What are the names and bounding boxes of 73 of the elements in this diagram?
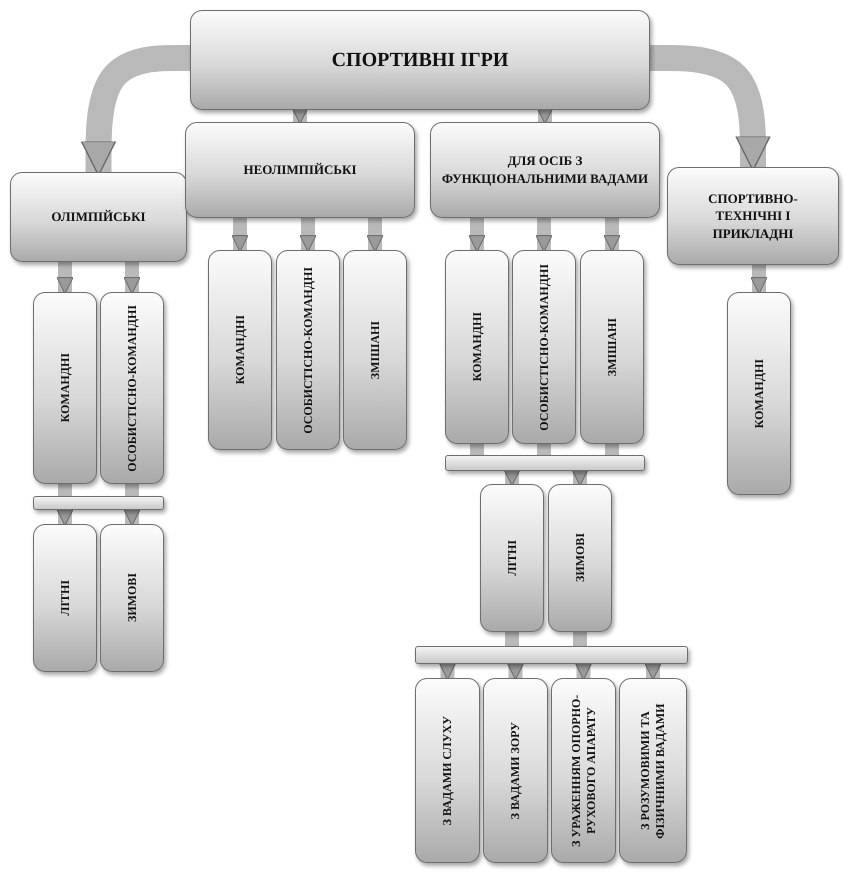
category-label: З УРАЖЕННЯМ ОПОРНО-РУХОВОГО АПАРАТУ xyxy=(568,693,598,849)
arrow xyxy=(536,107,554,124)
arrow xyxy=(366,218,384,252)
category-label: СПОРТИВНО-ТЕХНІЧНІ І ПРИКЛАДНІ xyxy=(707,190,799,243)
category-box xyxy=(100,524,164,672)
arrow xyxy=(750,265,768,294)
arrow xyxy=(232,218,248,252)
category-label: З ВАДАМИ СЛУХУ xyxy=(440,716,455,826)
arrow xyxy=(504,469,520,486)
category-label: КОМАНДНІ xyxy=(470,312,484,382)
category-label: КОМАНДНІ xyxy=(752,358,766,428)
arrow xyxy=(572,469,588,486)
connector xyxy=(537,444,551,455)
category-label: ЗМІШАНІ xyxy=(604,318,620,376)
category-box xyxy=(667,167,839,265)
category-box xyxy=(430,122,660,218)
arrow xyxy=(124,262,140,294)
category-box xyxy=(483,678,548,863)
arrow xyxy=(644,663,662,680)
arrow xyxy=(439,663,456,680)
connector-bar xyxy=(445,455,645,471)
connector xyxy=(125,484,139,496)
category-box xyxy=(727,292,791,495)
category-label: ОЛІМПІЙСЬКІ xyxy=(50,208,147,226)
arrow xyxy=(507,663,524,680)
category-label: ЗИМОВІ xyxy=(124,573,140,622)
category-label: З ВАДАМИ ЗОРУ xyxy=(508,722,523,820)
connector xyxy=(470,444,484,455)
arrow xyxy=(575,663,592,680)
category-box xyxy=(551,678,616,863)
arrow xyxy=(56,262,74,294)
category-label: ОСОБИСТІСНО-КОМАНДНІ xyxy=(536,264,552,430)
category-label: ДЛЯ ОСІБ З ФУНКЦІОНАЛЬНИМИ ВАДАМИ xyxy=(440,152,650,188)
arrow xyxy=(468,218,486,252)
category-label: ЗМІШАНІ xyxy=(368,320,382,380)
connector xyxy=(58,484,72,496)
category-box xyxy=(33,292,97,484)
category-label: КОМАНДНІ xyxy=(232,315,248,385)
category-box xyxy=(548,484,612,632)
category-box xyxy=(445,250,509,444)
arrow xyxy=(56,509,74,526)
connector xyxy=(505,632,519,646)
connector-bar xyxy=(33,496,164,510)
category-label: ЗИМОВІ xyxy=(572,533,588,582)
category-box xyxy=(580,250,644,444)
connector-bar xyxy=(415,646,688,664)
arrow xyxy=(300,218,316,252)
category-box xyxy=(208,250,272,450)
category-box xyxy=(33,524,97,672)
connector xyxy=(573,632,587,646)
category-label: СПОРТИВНІ ІГРИ xyxy=(330,48,510,72)
category-box xyxy=(185,122,415,218)
title-box xyxy=(190,10,650,110)
category-box xyxy=(343,250,407,450)
arrow xyxy=(536,218,552,252)
category-box xyxy=(10,172,187,262)
category-label: ОСОБИСТІСНО-КОМАНДНІ xyxy=(124,304,140,472)
category-box xyxy=(100,292,164,484)
category-label: КОМАНДНІ xyxy=(58,353,72,423)
category-box xyxy=(512,250,576,444)
category-box xyxy=(480,484,544,632)
category-label: З РОЗУМОВИМИ ТА ФІЗИЧНИМИ ВАДАМИ xyxy=(638,702,668,840)
connector xyxy=(605,444,619,455)
arrow xyxy=(124,509,140,526)
arrow xyxy=(604,218,620,252)
category-label: ЛІТНІ xyxy=(58,580,72,616)
category-label: ОСОБИСТІСНО-КОМАНДНІ xyxy=(300,266,316,434)
category-box xyxy=(619,678,687,863)
category-box xyxy=(276,250,340,450)
category-label: ЛІТНІ xyxy=(504,540,520,576)
category-label: НЕОЛІМПІЙСЬКІ xyxy=(242,161,358,180)
category-box xyxy=(415,678,480,863)
arrow xyxy=(292,107,308,124)
